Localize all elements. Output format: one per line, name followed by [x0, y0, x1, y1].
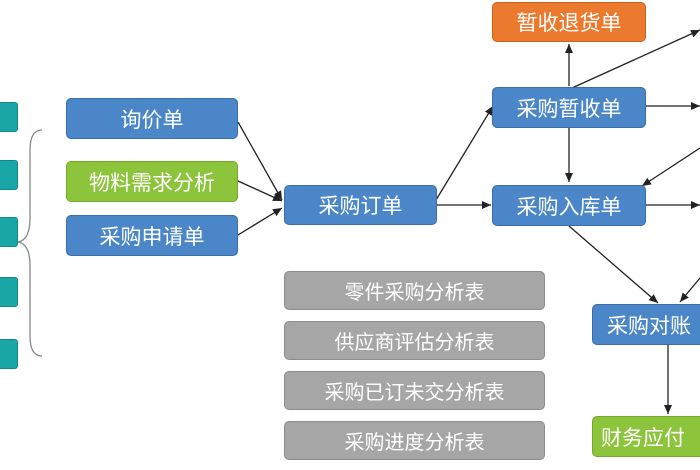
report-progress: 采购进度分析表	[284, 421, 545, 460]
node-warehouse-receipt: 采购入库单	[492, 185, 646, 226]
node-material-analysis: 物料需求分析	[66, 161, 238, 202]
edge-temp-receipt-out-upper	[571, 29, 700, 89]
left-brace	[17, 129, 43, 357]
edge-inquiry-to-order	[237, 121, 283, 201]
report-outstanding-orders: 采购已订未交分析表	[284, 371, 545, 410]
side-tab-4	[0, 277, 18, 307]
side-tab-2	[0, 160, 18, 190]
edge-order-to-temp-receipt	[435, 105, 494, 201]
edge-request-to-order	[237, 207, 283, 236]
edge-warehouse-to-reconciliation	[568, 225, 659, 304]
side-tab-3	[0, 217, 18, 247]
side-tab-5	[0, 339, 18, 369]
node-temp-receipt: 采购暂收单	[492, 87, 646, 128]
node-purchase-request: 采购申请单	[66, 215, 238, 256]
edge-in-to-warehouse	[641, 147, 700, 187]
node-inquiry: 询价单	[66, 98, 238, 139]
node-reconciliation: 采购对账	[592, 304, 700, 345]
edge-in-to-reconciliation	[679, 277, 700, 303]
node-payable: 财务应付	[592, 416, 700, 457]
edge-analysis-to-order	[237, 180, 283, 202]
side-tab-1	[0, 102, 18, 132]
node-temp-return: 暂收退货单	[492, 2, 646, 42]
report-supplier-evaluation: 供应商评估分析表	[284, 321, 545, 360]
node-purchase-order: 采购订单	[284, 185, 437, 225]
report-parts-analysis: 零件采购分析表	[284, 271, 545, 310]
